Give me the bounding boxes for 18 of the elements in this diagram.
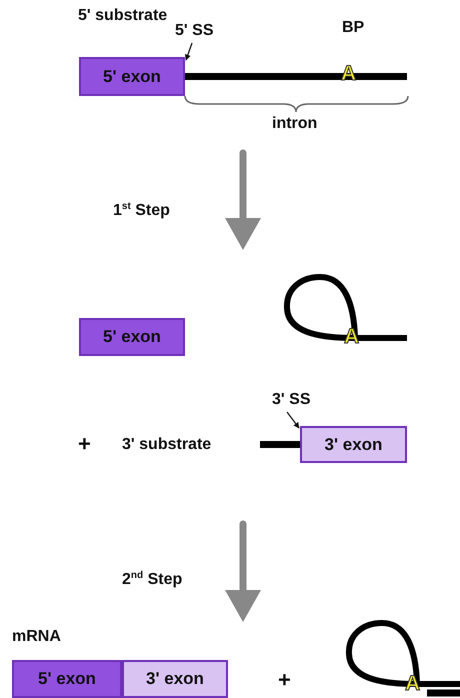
splice-site-label: 5' SS — [175, 22, 214, 40]
intron-label: intron — [272, 116, 318, 132]
exon-box: 5' exon — [79, 318, 185, 356]
exon-box: 5' exon — [12, 660, 122, 698]
leader-line — [286, 412, 300, 428]
substrate-label: 3' substrate — [122, 437, 212, 453]
leader-line — [184, 42, 193, 61]
splice-site-label: 3' SS — [272, 391, 310, 409]
exon-box: 3' exon — [300, 426, 407, 463]
substrate-label: 5' substrate — [78, 8, 168, 24]
step-label: 1$^{st}$ Step — [113, 203, 170, 219]
product-label: mRNA — [12, 629, 61, 645]
exon-box: 3' exon — [122, 660, 228, 698]
plus-sign: + — [278, 669, 291, 691]
plus-sign: + — [78, 433, 91, 455]
branch-point-label: BP — [342, 20, 364, 36]
exon-box: 5' exon — [79, 57, 185, 96]
step-label: 2$^{nd}$ Step — [122, 572, 182, 588]
